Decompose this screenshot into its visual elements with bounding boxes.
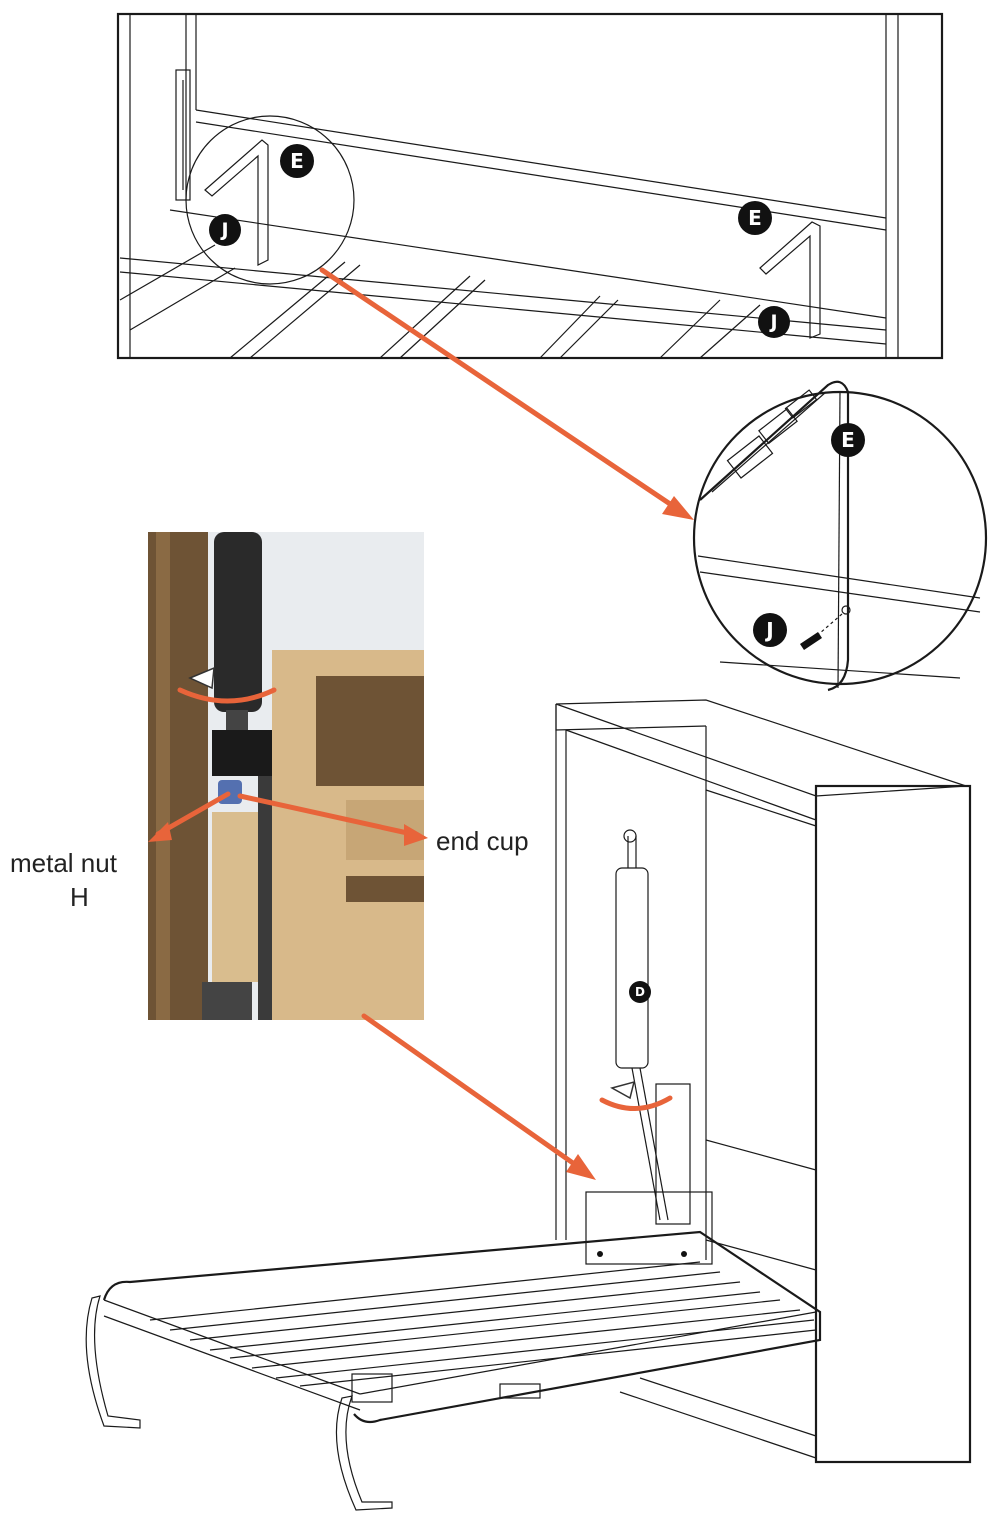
top-slats: [119, 244, 761, 359]
svg-text:E: E: [841, 428, 855, 452]
top-panel: E J E J: [116, 12, 944, 360]
badge-j-detail: J: [753, 613, 787, 647]
bed-leg-left: [85, 1295, 141, 1429]
photo-detail: [148, 532, 428, 1020]
gas-piston-d: [615, 867, 649, 1069]
detail-circle: E J: [692, 380, 988, 692]
mount-box: [585, 1191, 713, 1265]
zoom-circle-small: [185, 115, 355, 285]
badge-j-top-left: J: [209, 214, 241, 246]
label-end-cup: end cup: [436, 826, 529, 856]
bed-frame: [102, 1230, 822, 1424]
label-metal-nut: metal nut: [10, 848, 118, 878]
svg-text:D: D: [635, 985, 645, 999]
svg-text:J: J: [768, 311, 777, 333]
badge-e-top-right: E: [738, 201, 772, 235]
svg-text:J: J: [764, 618, 773, 642]
svg-text:E: E: [748, 206, 762, 230]
badge-j-top-right: J: [758, 306, 790, 338]
callout-arrow-top: [319, 267, 694, 520]
svg-text:E: E: [290, 149, 304, 173]
bed-slats: [149, 1261, 817, 1387]
murphy-bed: D: [85, 699, 972, 1511]
badge-e-detail: E: [831, 423, 865, 457]
label-metal-nut-h: H: [70, 882, 89, 912]
bed-leg-right: [335, 1395, 393, 1511]
badge-e-top-left: E: [280, 144, 314, 178]
cabinet-side-panel: [814, 784, 972, 1464]
top-panel-frame: [116, 12, 944, 360]
callout-arrow-bottom: [361, 1013, 596, 1180]
badge-d: D: [629, 981, 651, 1003]
svg-text:J: J: [219, 219, 228, 241]
gas-piston: [214, 532, 262, 712]
